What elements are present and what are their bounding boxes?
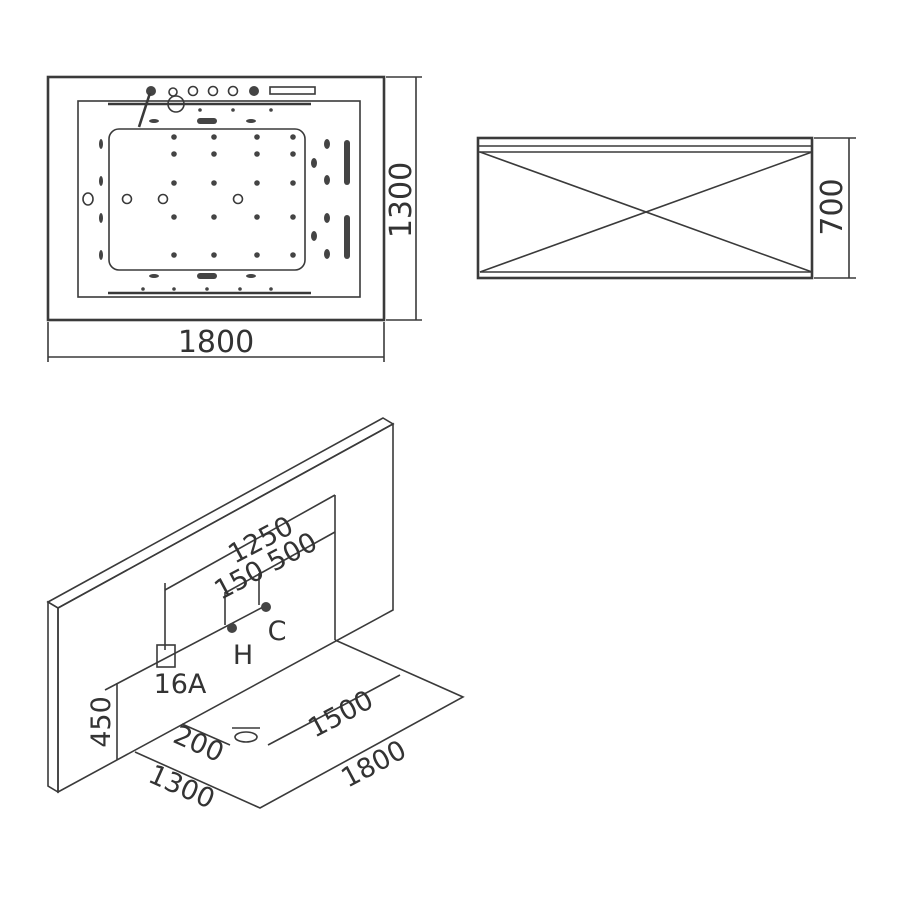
jet-icon: [324, 213, 330, 223]
jet-icon: [171, 151, 177, 157]
jet-icon: [99, 176, 103, 186]
jet-icon: [171, 214, 177, 220]
jet-icon: [157, 193, 169, 205]
hot-valve-icon: [227, 623, 237, 633]
jet-icon: [311, 231, 317, 241]
jet-icon: [211, 252, 217, 258]
jet-icon: [311, 158, 317, 168]
jet-icon: [238, 287, 242, 291]
jet-icon: [290, 134, 296, 140]
jet-icon: [171, 134, 177, 140]
jet-icon: [198, 108, 202, 112]
dim-1500: 1500: [303, 685, 378, 745]
jet-icon: [205, 287, 209, 291]
jet-icon: [254, 252, 260, 258]
socket-icon: [156, 644, 176, 668]
jet-icon: [254, 151, 260, 157]
jet-icon: [211, 134, 217, 140]
jet-icon: [197, 118, 217, 124]
jet-icon: [254, 180, 260, 186]
jet-icon: [269, 108, 273, 112]
jet-icon: [246, 274, 256, 278]
jet-icon: [99, 139, 103, 149]
jet-icon: [171, 252, 177, 258]
dim-1800: 1800: [336, 735, 411, 795]
jet-icon: [290, 151, 296, 157]
tub-basin: [108, 128, 306, 271]
floor-drain-icon: [232, 727, 260, 743]
massage-jets: [99, 108, 350, 291]
tub-outer-rim: [46, 75, 386, 322]
tub-inner-rim: [77, 100, 361, 298]
jet-icon: [211, 180, 217, 186]
control-knobs: [187, 85, 316, 97]
jet-icon: [231, 108, 235, 112]
jet-icon: [344, 140, 350, 185]
jet-icon: [290, 252, 296, 258]
jet-icon: [324, 175, 330, 185]
wall-edge: [47, 600, 59, 794]
jet-icon: [99, 250, 103, 260]
hot-label: H: [233, 640, 253, 671]
jet-icon: [290, 180, 296, 186]
cold-valve-icon: [261, 602, 271, 612]
faucet-icon: [137, 86, 156, 128]
jet-icon: [254, 134, 260, 140]
dim-200: 200: [169, 720, 229, 769]
jet-icon: [149, 274, 159, 278]
jet-icon: [254, 214, 260, 220]
dim-450: 450: [86, 696, 117, 748]
overflow-icon: [82, 192, 94, 206]
jet-icon: [121, 193, 133, 205]
side-view: 700: [476, 136, 856, 280]
jet-icon: [324, 139, 330, 149]
jet-icon: [269, 287, 273, 291]
jet-icon: [211, 151, 217, 157]
jet-icon: [99, 213, 103, 223]
jet-icon: [211, 214, 217, 220]
jet-icon: [232, 193, 244, 205]
dim-1300: 1300: [144, 759, 219, 815]
installation-view: 450 16A 1250 150 500 H C 200 1500 1800 1…: [46, 417, 465, 815]
jet-icon: [324, 249, 330, 259]
width-dimension: 1800: [178, 325, 254, 360]
jet-icon: [149, 119, 159, 123]
tub-side-panel: [476, 136, 814, 280]
jet-icon: [197, 273, 217, 279]
jet-icon: [290, 214, 296, 220]
height-dimension: 700: [815, 178, 850, 235]
plan-view: 1800 1300: [46, 75, 422, 362]
depth-dimension: 1300: [384, 162, 419, 238]
socket-label: 16A: [154, 669, 207, 700]
floor-outline: [134, 639, 465, 809]
jet-icon: [171, 180, 177, 186]
jet-icon: [344, 215, 350, 259]
jet-icon: [141, 287, 145, 291]
cold-label: C: [268, 616, 287, 647]
handshower-icon: [167, 87, 185, 113]
jet-icon: [172, 287, 176, 291]
jet-icon: [246, 119, 256, 123]
